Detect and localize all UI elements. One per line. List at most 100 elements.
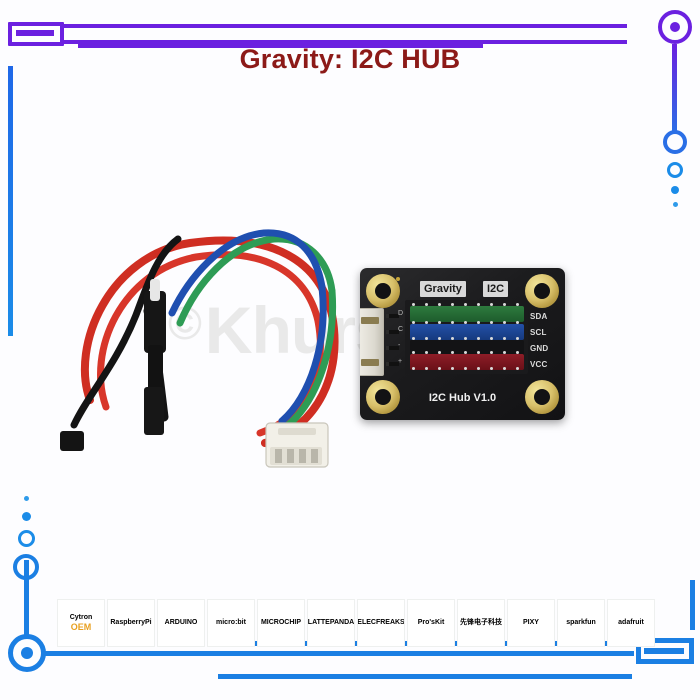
logo-text-primary: MICROCHIP — [260, 618, 302, 626]
input-pin-leg-c — [386, 330, 399, 334]
header-pin-pad — [503, 367, 506, 370]
frame-line-left-lower — [24, 560, 29, 638]
corner-rect-top-left-bar — [16, 30, 54, 36]
frame-line-top-c — [78, 44, 483, 48]
frame-line-left-upper — [8, 66, 13, 336]
logo-text-primary: Pro'sKit — [417, 618, 445, 626]
proskit-logo: Pro'sKit — [407, 599, 455, 647]
circuit-dot-tiny-left — [24, 496, 29, 501]
header-pin-pad — [438, 367, 441, 370]
lattepanda-logo: LATTEPANDA — [307, 599, 355, 647]
header-pin-pad — [451, 303, 454, 306]
circuit-dot-medium-left — [18, 530, 35, 547]
header-pin-pad — [438, 321, 441, 324]
header-pin-pad — [490, 321, 493, 324]
logo-text-primary: ARDUINO — [164, 618, 198, 626]
header-pin-pad — [425, 367, 428, 370]
power-led — [396, 277, 400, 281]
header-pin-pad — [516, 303, 519, 306]
input-pin-label-c: C — [398, 326, 404, 333]
header-pin-pad — [490, 303, 493, 306]
jst-connector-on-cable — [265, 422, 329, 468]
corner-rect-bottom-right — [636, 638, 694, 664]
jst-latch-upper — [361, 317, 379, 324]
circuit-dot-small-right — [671, 186, 679, 194]
logo-text-primary: ELECFREAKS — [357, 618, 405, 626]
logo-text-primary: PIXY — [523, 618, 539, 626]
header-pin-pad — [425, 321, 428, 324]
i2c-hub-board: Gravity I2C D C - + SDA SCL GND VCC I2C … — [360, 268, 565, 420]
input-pin-label-d: D — [398, 310, 404, 317]
dupont-housing — [60, 279, 166, 451]
header-pin-pad — [451, 351, 454, 354]
header-pin-pad — [425, 337, 428, 340]
mounting-hole-bottom-right — [525, 380, 559, 414]
header-pin-pad — [503, 351, 506, 354]
adafruit-logo: adafruit — [607, 599, 655, 647]
header-pin-pad — [412, 351, 415, 354]
circuit-dot-tiny-right — [673, 202, 678, 207]
circuit-node-bottom-left — [8, 634, 46, 672]
header-pin-pad — [425, 303, 428, 306]
board-input-jst-connector — [360, 308, 384, 376]
jst-latch-lower — [361, 359, 379, 366]
header-pin-pad — [516, 367, 519, 370]
output-header-block — [405, 300, 528, 374]
header-pin-pad — [477, 367, 480, 370]
header-pin-pad — [516, 351, 519, 354]
mounting-hole-top-right — [525, 274, 559, 308]
header-pin-pad — [503, 321, 506, 324]
silkscreen-i2c-label: I2C — [483, 281, 509, 297]
input-pin-leg-d — [386, 314, 399, 318]
mounting-hole-bottom-left — [366, 380, 400, 414]
microchip-logo: MICROCHIP — [257, 599, 305, 647]
header-pin-pad — [477, 351, 480, 354]
header-pin-pad — [464, 321, 467, 324]
header-pin-pad — [490, 367, 493, 370]
header-pin-pad — [412, 303, 415, 306]
header-pin-pad — [516, 337, 519, 340]
seeed-logo: 先锋电子科技 — [457, 599, 505, 647]
logo-text-secondary: OEM — [70, 621, 92, 632]
header-pin-pad — [412, 367, 415, 370]
logo-text-primary: adafruit — [618, 618, 644, 626]
header-pin-pad — [464, 337, 467, 340]
logo-text-primary: 先锋电子科技 — [460, 618, 502, 626]
frame-line-bottom-a — [44, 651, 634, 656]
header-row-sda — [410, 306, 524, 322]
header-pin-pad — [503, 337, 506, 340]
circuit-dot-small-left — [22, 512, 31, 521]
bus-label-vcc: VCC — [530, 360, 548, 369]
arduino-logo: ARDUINO — [157, 599, 205, 647]
corner-rect-top-left — [8, 22, 64, 46]
bus-label-gnd: GND — [530, 344, 549, 353]
header-pin-pad — [503, 303, 506, 306]
logo-text-primary: micro:bit — [216, 618, 246, 626]
header-pin-pad — [451, 367, 454, 370]
sparkfun-logo: sparkfun — [557, 599, 605, 647]
header-pin-pad — [425, 351, 428, 354]
header-pin-pad — [438, 351, 441, 354]
header-pin-pad — [477, 303, 480, 306]
header-pin-pad — [490, 351, 493, 354]
circuit-node-top-right — [658, 10, 692, 44]
header-pin-pad — [464, 351, 467, 354]
frame-line-right-upper — [672, 44, 677, 134]
page-title: Gravity: I2C HUB — [239, 44, 461, 74]
header-row-vcc — [410, 354, 524, 370]
bus-label-sda: SDA — [530, 312, 548, 321]
header-pin-pad — [477, 337, 480, 340]
input-pin-label-vcc: + — [398, 358, 403, 365]
header-pin-pad — [451, 337, 454, 340]
board-silkscreen-name: I2C Hub V1.0 — [428, 392, 497, 404]
bus-label-scl: SCL — [530, 328, 547, 337]
header-pin-pad — [451, 321, 454, 324]
cable-svg — [60, 229, 339, 468]
microbit-logo: micro:bit — [207, 599, 255, 647]
header-pin-pad — [412, 321, 415, 324]
frame-line-bottom-b — [218, 674, 632, 679]
header-pin-pad — [438, 337, 441, 340]
header-pin-pad — [490, 337, 493, 340]
